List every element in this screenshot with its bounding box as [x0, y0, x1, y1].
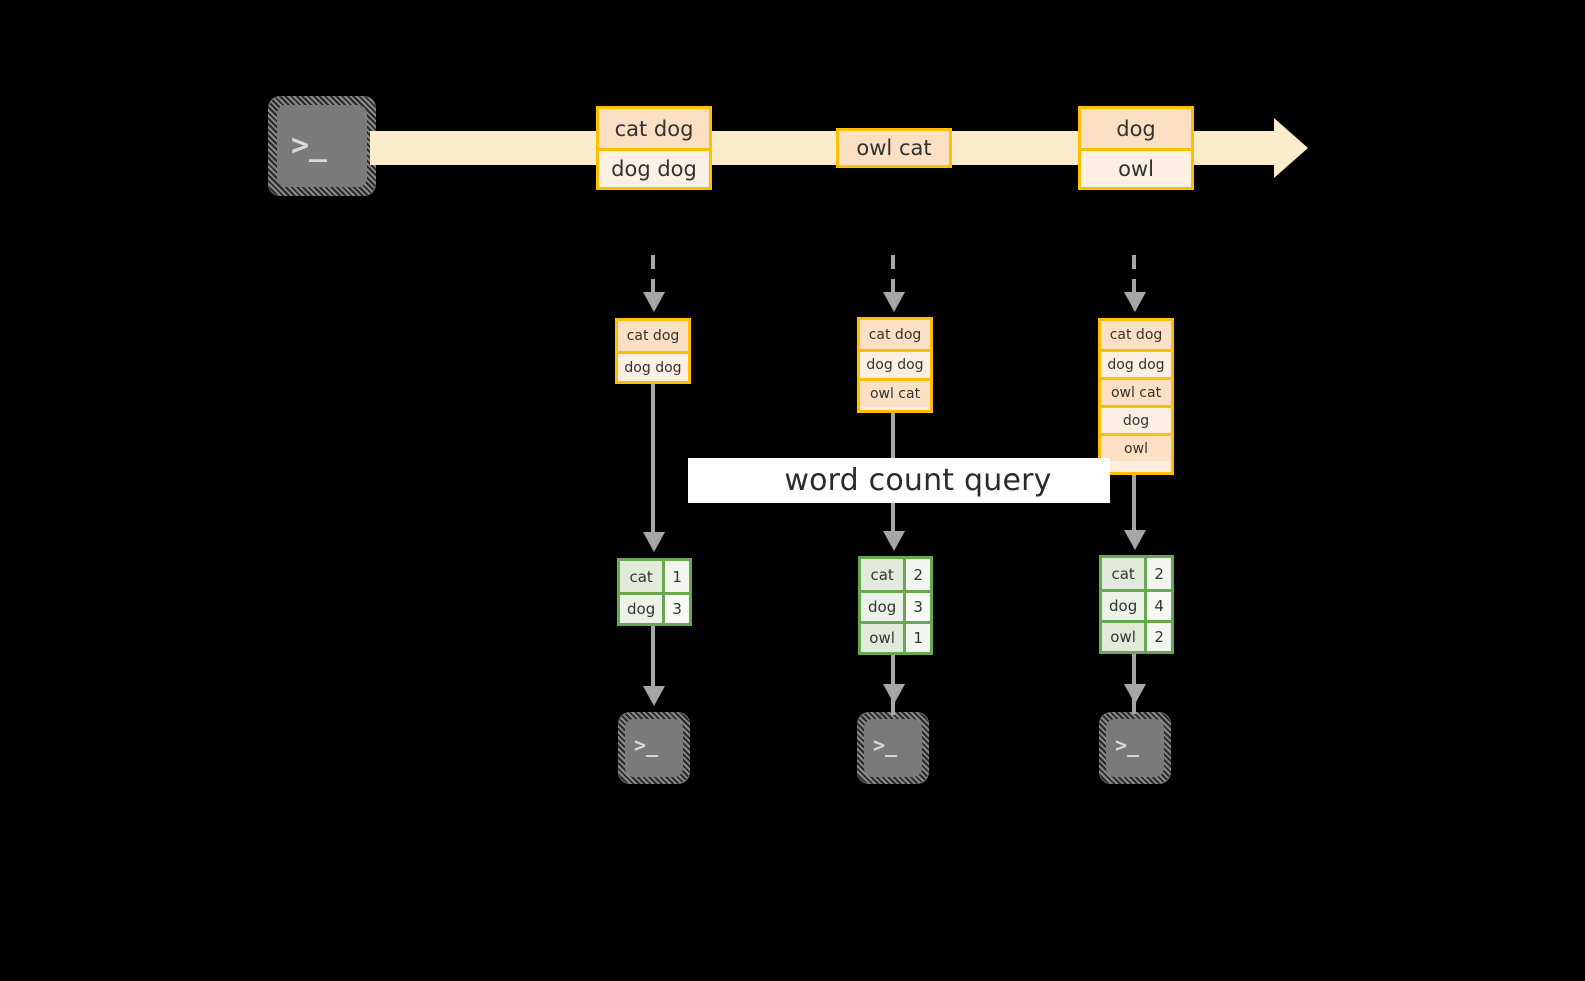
- query-banner-label: word count query: [784, 463, 1052, 498]
- input-row: owl: [1101, 433, 1171, 461]
- stream-batch-1: cat dog dog dog: [596, 106, 712, 190]
- input-row: cat dog: [618, 321, 688, 351]
- word-cell: cat: [620, 561, 663, 592]
- sink-terminal-1-icon: >_: [618, 712, 690, 784]
- input-row: dog dog: [618, 351, 688, 381]
- trigger-2-dashed-arrowhead-icon: [883, 292, 905, 312]
- stream-line: owl cat: [839, 131, 949, 165]
- count-cell: 1: [662, 561, 689, 592]
- terminal-prompt-glyph: >_: [291, 128, 328, 163]
- table-row: dog 4: [1102, 589, 1171, 620]
- trigger-2-query-arrowhead-icon: [883, 531, 905, 551]
- stream-batch-2: owl cat: [836, 128, 952, 168]
- table-row: owl 2: [1102, 620, 1171, 651]
- input-row: dog dog: [860, 349, 930, 378]
- unbounded-input-table-2: cat dog dog dog owl cat: [857, 317, 933, 413]
- word-cell: dog: [1102, 592, 1145, 620]
- terminal-prompt-glyph: >_: [873, 733, 898, 757]
- input-row: cat dog: [1101, 321, 1171, 349]
- stream-line: dog: [1081, 109, 1191, 148]
- count-cell: 3: [662, 595, 689, 623]
- word-cell: dog: [620, 595, 663, 623]
- table-row: cat 1: [620, 561, 689, 592]
- count-cell: 2: [903, 559, 930, 590]
- trigger-2-dashed-connector: [891, 255, 895, 293]
- trigger-3-dashed-connector: [1132, 255, 1136, 293]
- trigger-3-query-connector: [1132, 475, 1136, 533]
- trigger-3-dashed-arrowhead-icon: [1124, 292, 1146, 312]
- trigger-1-dashed-arrowhead-icon: [643, 292, 665, 312]
- input-row: dog dog: [1101, 349, 1171, 377]
- table-row: cat 2: [1102, 558, 1171, 589]
- word-cell: owl: [861, 624, 904, 652]
- trigger-2-sink-arrowhead-icon: [883, 684, 905, 704]
- unbounded-input-table-1: cat dog dog dog: [615, 318, 691, 384]
- table-row: owl 1: [861, 621, 930, 652]
- stream-line: dog dog: [599, 148, 709, 187]
- query-banner: word count query: [688, 458, 1110, 503]
- input-row: dog: [1101, 405, 1171, 433]
- word-cell: owl: [1102, 623, 1145, 651]
- terminal-body: >_: [864, 719, 922, 777]
- trigger-1-query-connector: [651, 384, 655, 534]
- trigger-1-dashed-connector: [651, 255, 655, 293]
- trigger-3-sink-arrowhead-icon: [1124, 684, 1146, 704]
- sink-terminal-2-icon: >_: [857, 712, 929, 784]
- sink-terminal-3-icon: >_: [1099, 712, 1171, 784]
- stream-line: cat dog: [599, 109, 709, 148]
- terminal-body: >_: [1106, 719, 1164, 777]
- count-cell: 1: [903, 624, 930, 652]
- word-cell: cat: [861, 559, 904, 590]
- count-cell: 2: [1144, 558, 1171, 589]
- terminal-prompt-glyph: >_: [1115, 733, 1140, 757]
- stream-line: owl: [1081, 148, 1191, 187]
- stream-batch-3: dog owl: [1078, 106, 1194, 190]
- trigger-1-query-arrowhead-icon: [643, 532, 665, 552]
- table-row: dog 3: [861, 590, 930, 621]
- stream-arrowhead-icon: [1274, 118, 1308, 178]
- result-table-1: cat 1 dog 3: [617, 558, 692, 626]
- terminal-body: >_: [625, 719, 683, 777]
- count-cell: 3: [903, 593, 930, 621]
- word-cell: cat: [1102, 558, 1145, 589]
- trigger-1-sink-connector: [651, 626, 655, 688]
- result-table-3: cat 2 dog 4 owl 2: [1099, 555, 1174, 654]
- count-cell: 4: [1144, 592, 1171, 620]
- input-row: owl cat: [860, 378, 930, 407]
- count-cell: 2: [1144, 623, 1171, 651]
- trigger-1-sink-arrowhead-icon: [643, 686, 665, 706]
- terminal-prompt-glyph: >_: [634, 733, 659, 757]
- trigger-3-query-arrowhead-icon: [1124, 530, 1146, 550]
- source-terminal-icon: >_: [268, 96, 376, 196]
- unbounded-input-table-3: cat dog dog dog owl cat dog owl: [1098, 318, 1174, 475]
- input-row: owl cat: [1101, 377, 1171, 405]
- terminal-body: >_: [277, 105, 367, 187]
- input-row: cat dog: [860, 320, 930, 349]
- table-row: dog 3: [620, 592, 689, 623]
- word-cell: dog: [861, 593, 904, 621]
- table-row: cat 2: [861, 559, 930, 590]
- result-table-2: cat 2 dog 3 owl 1: [858, 556, 933, 655]
